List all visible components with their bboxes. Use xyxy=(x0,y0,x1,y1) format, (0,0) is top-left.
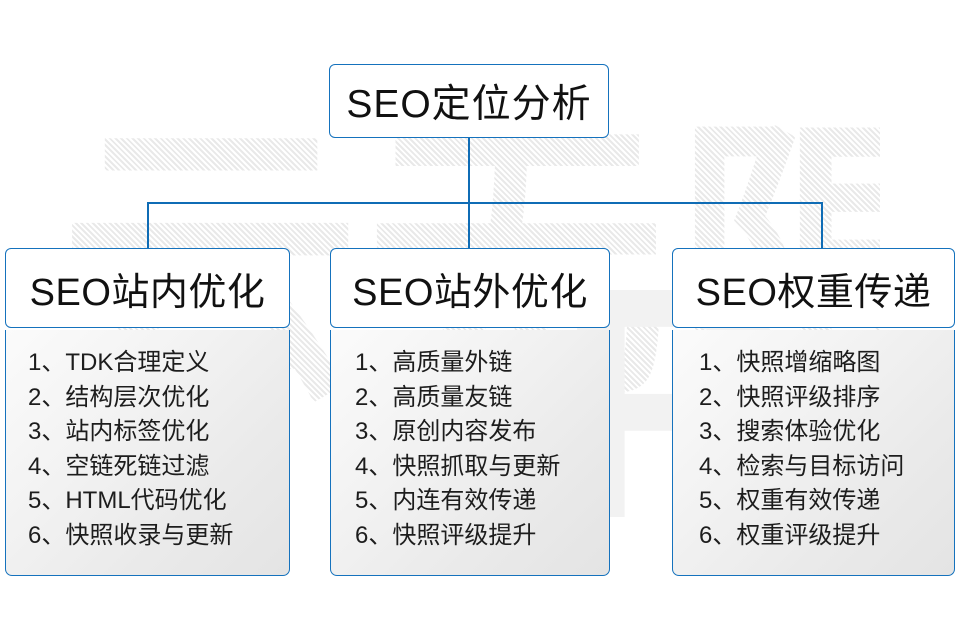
connector-horizontal-bus xyxy=(147,202,823,204)
list-item: 4、空链死链过滤 xyxy=(28,452,210,480)
list-item: 4、快照抓取与更新 xyxy=(355,452,561,480)
list-item: 1、快照增缩略图 xyxy=(699,349,881,376)
column-title: SEO站内优化 xyxy=(29,271,266,314)
list-item: 1、高质量外链 xyxy=(355,349,513,376)
connector-root-stem xyxy=(468,138,470,203)
connector-drop-col-3 xyxy=(821,202,823,249)
list-item: 6、快照评级提升 xyxy=(355,521,537,549)
list-item: 5、内连有效传递 xyxy=(355,487,537,514)
list-item: 2、结构层次优化 xyxy=(28,383,210,411)
column-header-seo-weight[interactable]: SEO权重传递 xyxy=(672,248,955,328)
column-list-seo-onsite: 1、TDK合理定义 2、结构层次优化 3、站内标签优化 4、空链死链过滤 5、H… xyxy=(5,330,290,576)
list-item: 5、权重有效传递 xyxy=(699,487,881,514)
column-seo-onsite: SEO站内优化 1、TDK合理定义 2、结构层次优化 3、站内标签优化 4、空链… xyxy=(5,248,290,576)
list-item: 4、检索与目标访问 xyxy=(699,452,905,480)
list-item: 6、快照收录与更新 xyxy=(28,521,234,549)
list-item: 2、快照评级排序 xyxy=(699,383,881,411)
list-item: 5、HTML代码优化 xyxy=(28,487,227,514)
list-item: 3、站内标签优化 xyxy=(28,418,210,445)
column-seo-offsite: SEO站外优化 1、高质量外链 2、高质量友链 3、原创内容发布 4、快照抓取与… xyxy=(330,248,610,576)
connector-drop-col-1 xyxy=(147,202,149,249)
root-node-title: SEO定位分析 xyxy=(346,83,592,126)
column-list-seo-weight: 1、快照增缩略图 2、快照评级排序 3、搜索体验优化 4、检索与目标访问 5、权… xyxy=(672,330,955,576)
column-list-seo-offsite: 1、高质量外链 2、高质量友链 3、原创内容发布 4、快照抓取与更新 5、内连有… xyxy=(330,330,610,576)
column-header-seo-onsite[interactable]: SEO站内优化 xyxy=(5,248,290,328)
connector-drop-col-2 xyxy=(468,202,470,249)
list-item: 2、高质量友链 xyxy=(355,383,513,411)
column-title: SEO权重传递 xyxy=(695,271,932,314)
column-header-seo-offsite[interactable]: SEO站外优化 xyxy=(330,248,610,328)
list-item: 3、搜索体验优化 xyxy=(699,418,881,445)
root-node[interactable]: SEO定位分析 xyxy=(329,64,609,138)
column-title: SEO站外优化 xyxy=(352,271,588,314)
list-item: 3、原创内容发布 xyxy=(355,418,537,445)
list-item: 6、权重评级提升 xyxy=(699,521,881,549)
list-item: 1、TDK合理定义 xyxy=(28,349,210,376)
column-seo-weight: SEO权重传递 1、快照增缩略图 2、快照评级排序 3、搜索体验优化 4、检索与… xyxy=(672,248,955,576)
